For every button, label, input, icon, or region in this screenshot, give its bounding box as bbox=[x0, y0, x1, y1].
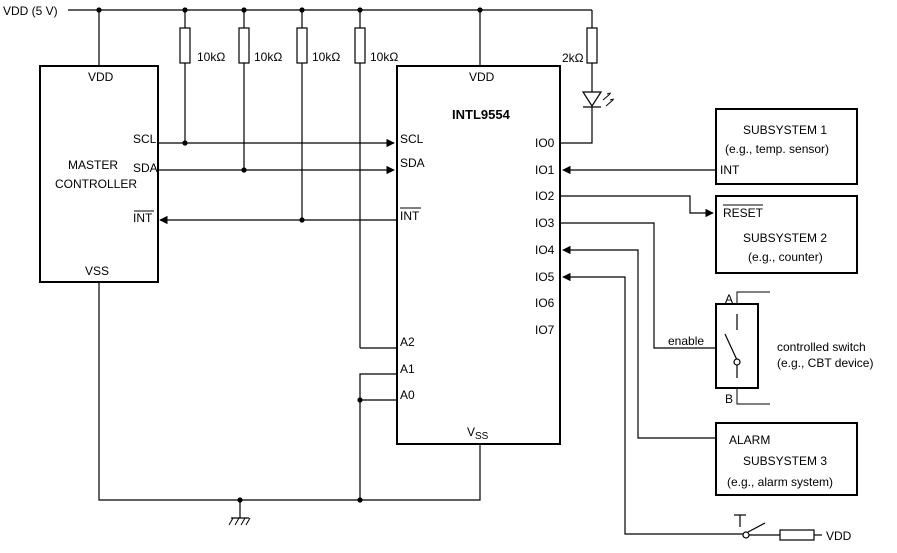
led-resistor bbox=[586, 27, 598, 64]
chip-a0-label: A0 bbox=[400, 388, 415, 402]
io7-label: IO7 bbox=[535, 323, 555, 337]
chip-a2-label: A2 bbox=[400, 335, 415, 349]
led-icon bbox=[581, 91, 615, 108]
push-button-icon bbox=[734, 514, 822, 541]
pullup-resistor-2 bbox=[238, 27, 250, 64]
subsystem-1-int-label: INT bbox=[720, 163, 740, 177]
chip-vss-label: VSS bbox=[467, 425, 489, 442]
pullup-1-value: 10kΩ bbox=[197, 50, 225, 64]
subsystem-2-reset-label: RESET bbox=[723, 206, 764, 220]
io2-wire bbox=[560, 195, 714, 218]
switch-a-label: A bbox=[725, 292, 733, 306]
led-resistor-value: 2kΩ bbox=[562, 51, 584, 65]
subsystem-3-alarm-label: ALARM bbox=[729, 433, 770, 447]
chip-io-labels: IO0 IO1 IO2 IO3 IO4 IO5 IO6 IO7 bbox=[535, 136, 555, 337]
io0-wire bbox=[560, 107, 593, 144]
pullup-3-value: 10kΩ bbox=[312, 50, 340, 64]
io1-label: IO1 bbox=[535, 163, 555, 177]
master-sda-label: SDA bbox=[133, 161, 158, 175]
chip-name: INTL9554 bbox=[452, 107, 511, 122]
subsystem-3 bbox=[715, 422, 858, 496]
pullup-resistor-3 bbox=[296, 27, 308, 64]
switch-b-label: B bbox=[725, 392, 733, 406]
subsystem-1 bbox=[715, 108, 858, 185]
chip-int-label: INT bbox=[400, 209, 420, 223]
master-scl-label: SCL bbox=[133, 132, 157, 146]
switch-a-terminal bbox=[736, 291, 770, 304]
pullup-resistor-1 bbox=[179, 27, 191, 64]
io0-label: IO0 bbox=[535, 136, 555, 150]
chip-sda-label: SDA bbox=[400, 156, 425, 170]
switch-enable-label: enable bbox=[668, 334, 704, 348]
master-vdd-label: VDD bbox=[88, 70, 114, 84]
master-title-2: CONTROLLER bbox=[55, 177, 137, 191]
subsystem-1-title: SUBSYSTEM 1 bbox=[743, 123, 827, 137]
subsystem-2 bbox=[715, 195, 858, 274]
io5-wire bbox=[562, 272, 743, 535]
io3-wire bbox=[560, 222, 716, 349]
chip-vdd-label: VDD bbox=[469, 70, 495, 84]
supply-label: VDD (5 V) bbox=[3, 4, 58, 18]
chip-scl-label: SCL bbox=[400, 132, 424, 146]
pullup-4-value: 10kΩ bbox=[370, 50, 398, 64]
ground-wire bbox=[98, 282, 481, 501]
io2-label: IO2 bbox=[535, 189, 555, 203]
ground-symbol bbox=[228, 500, 251, 526]
io4-label: IO4 bbox=[535, 243, 555, 257]
master-int-label: INT bbox=[133, 211, 153, 225]
io4-wire bbox=[562, 245, 716, 439]
button-vdd-label: VDD bbox=[826, 529, 852, 543]
switch-icon bbox=[724, 314, 741, 378]
pullup-resistors: 10kΩ 10kΩ 10kΩ 10kΩ bbox=[96, 7, 483, 348]
pullup-resistor-4 bbox=[354, 27, 366, 64]
pullup-2-value: 10kΩ bbox=[254, 50, 282, 64]
a1-wire bbox=[359, 373, 397, 500]
subsystem-2-desc: (e.g., counter) bbox=[748, 250, 823, 264]
io6-label: IO6 bbox=[535, 296, 555, 310]
master-vss-label: VSS bbox=[85, 264, 109, 278]
io5-label: IO5 bbox=[535, 270, 555, 284]
chip-a1-label: A1 bbox=[400, 362, 415, 376]
io3-label: IO3 bbox=[535, 216, 555, 230]
switch-desc-2: (e.g., CBT device) bbox=[777, 356, 873, 370]
switch-desc-1: controlled switch bbox=[777, 340, 866, 354]
switch-b-terminal bbox=[736, 388, 770, 405]
subsystem-2-title: SUBSYSTEM 2 bbox=[743, 231, 827, 245]
io-expander-chip bbox=[396, 65, 561, 445]
subsystem-3-desc: (e.g., alarm system) bbox=[727, 475, 833, 489]
subsystem-1-desc: (e.g., temp. sensor) bbox=[725, 142, 829, 156]
master-title-1: MASTER bbox=[68, 158, 118, 172]
subsystem-3-title: SUBSYSTEM 3 bbox=[743, 454, 827, 468]
